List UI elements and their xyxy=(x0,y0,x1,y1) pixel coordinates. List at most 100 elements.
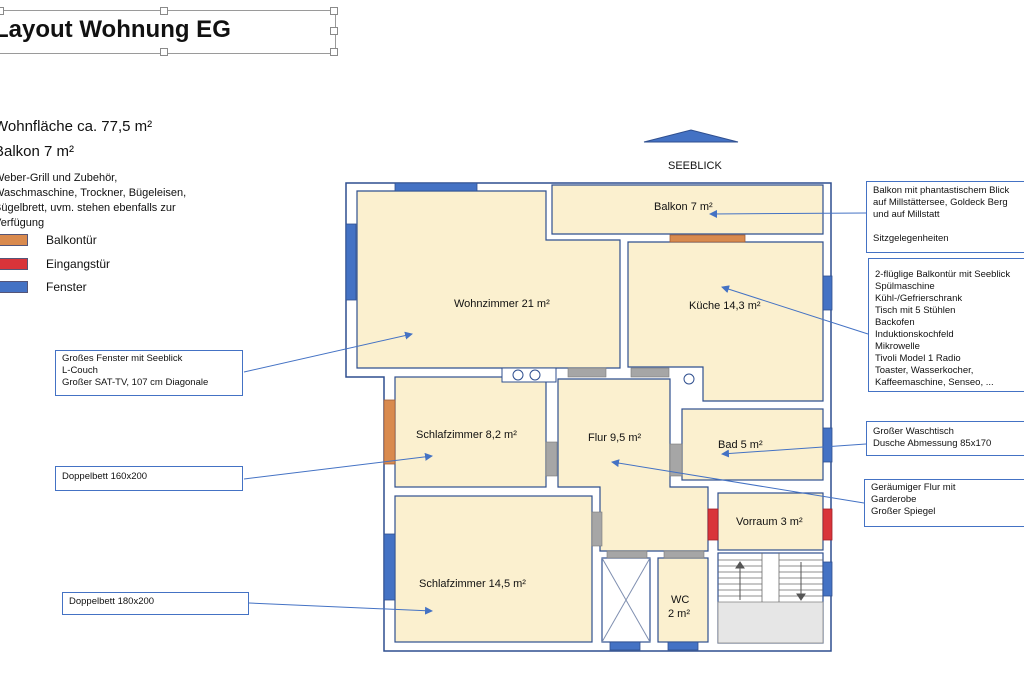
interior-door xyxy=(630,367,670,378)
interior-door xyxy=(669,443,683,477)
room-schlafzimmer-gross xyxy=(394,495,593,643)
stair-landing xyxy=(717,601,824,644)
window xyxy=(822,427,833,463)
resize-handle[interactable] xyxy=(160,7,168,15)
room-label-wc: WC xyxy=(671,594,689,606)
extras-line: Bügelbrett, uvm. stehen ebenfalls zur xyxy=(0,202,176,214)
note-line: Großer SAT-TV, 107 cm Diagonale xyxy=(62,377,209,388)
window xyxy=(822,561,833,597)
extras-text: Weber-Grill und Zubehör, Waschmaschine, … xyxy=(0,171,186,231)
wohnflaeche-text: Wohnfläche ca. 77,5 m² xyxy=(0,118,153,135)
note-line: L-Couch xyxy=(62,365,98,376)
note-line: Balkon mit phantastischem Blick xyxy=(873,185,1010,196)
callout-arrow xyxy=(721,443,867,458)
direction-label: SEEBLICK xyxy=(668,160,722,172)
note-line: Garderobe xyxy=(871,494,917,505)
window xyxy=(345,223,357,301)
note-line: Dusche Abmessung 85x170 xyxy=(873,438,992,449)
callout-arrow xyxy=(243,331,413,373)
extras-line: Weber-Grill und Zubehör, xyxy=(0,172,118,184)
note-line: Doppelbett 180x200 xyxy=(69,596,155,607)
legend-swatch-balkontuer xyxy=(0,234,28,246)
legend-swatch-eingangstuer xyxy=(0,258,28,270)
interior-door xyxy=(606,550,648,559)
note-line: Backofen xyxy=(875,317,915,328)
room-wohnzimmer xyxy=(356,190,621,369)
note-schlafzimmer-klein: Doppelbett 160x200 xyxy=(55,466,243,491)
room-vorraum xyxy=(717,492,824,551)
note-line: auf Millstättersee, Goldeck Berg xyxy=(873,197,1008,208)
note-schlafzimmer-gross: Doppelbett 180x200 xyxy=(62,592,249,615)
note-line: und auf Millstatt xyxy=(873,209,940,220)
shaft-cross-line xyxy=(601,557,651,643)
note-kueche: 2-flüglige Balkontür mit Seeblick Spülma… xyxy=(868,258,1024,392)
interior-door xyxy=(663,550,705,559)
callout-arrow xyxy=(721,285,869,335)
resize-handle[interactable] xyxy=(330,7,338,15)
room-label-balkon: Balkon 7 m² xyxy=(654,201,713,213)
room-label-kueche: Küche 14,3 m² xyxy=(689,300,761,312)
resize-handle[interactable] xyxy=(160,48,168,56)
room-label-wc-area: 2 m² xyxy=(668,608,690,620)
resize-handle[interactable] xyxy=(330,27,338,35)
note-line: Mikrowelle xyxy=(875,341,920,352)
room-bad xyxy=(681,408,824,481)
interior-door xyxy=(545,441,558,477)
legend-label-balkontuer: Balkontür xyxy=(46,233,97,247)
note-line: Doppelbett 160x200 xyxy=(62,471,148,482)
resize-handle[interactable] xyxy=(0,7,4,15)
callout-arrow xyxy=(709,209,867,218)
balkon-area-text: Balkon 7 m² xyxy=(0,143,75,160)
legend-label-fenster: Fenster xyxy=(46,280,87,294)
chimney-box xyxy=(501,367,557,383)
balkontuer xyxy=(669,234,746,243)
note-line: 2-flüglige Balkontür mit Seeblick xyxy=(875,269,1011,280)
page-title: Layout Wohnung EG xyxy=(0,16,231,43)
window xyxy=(667,641,699,651)
eingangstuer xyxy=(822,508,833,541)
note-balkon: Balkon mit phantastischem Blick auf Mill… xyxy=(866,181,1024,253)
note-line: Großer Spiegel xyxy=(871,506,936,517)
interior-door xyxy=(567,367,607,378)
note-line: Spülmaschine xyxy=(875,281,935,292)
extras-line: Verfügung xyxy=(0,217,45,229)
room-kueche xyxy=(627,241,824,402)
legend-label-eingangstuer: Eingangstür xyxy=(46,257,111,271)
note-line: Toaster, Wasserkocher, xyxy=(875,365,974,376)
window xyxy=(394,182,478,192)
note-line: Tivoli Model 1 Radio xyxy=(875,353,961,364)
callout-arrow xyxy=(611,459,865,504)
note-line: Großer Waschtisch xyxy=(873,426,954,437)
direction-arrow-icon xyxy=(643,129,739,143)
note-line: Sitzgelegenheiten xyxy=(873,233,949,244)
note-wohnzimmer: Großes Fenster mit Seeblick L-Couch Groß… xyxy=(55,350,243,396)
interior-door xyxy=(591,511,603,547)
note-line: Kühl-/Gefrierschrank xyxy=(875,293,963,304)
window xyxy=(609,641,641,651)
stair-arrow-icon xyxy=(735,561,806,601)
note-line: Tisch mit 5 Stühlen xyxy=(875,305,956,316)
eingangstuer xyxy=(707,508,719,541)
room-balkon xyxy=(551,184,824,235)
title-box[interactable] xyxy=(0,10,336,54)
note-line: Großes Fenster mit Seeblick xyxy=(62,353,183,364)
room-label-flur: Flur 9,5 m² xyxy=(588,432,642,444)
window xyxy=(822,275,833,311)
callout-arrow xyxy=(243,452,433,480)
note-flur: Geräumiger Flur mit Garderobe Großer Spi… xyxy=(864,479,1024,527)
chimney-icon xyxy=(512,369,524,381)
extras-line: Waschmaschine, Trockner, Bügeleisen, xyxy=(0,187,187,199)
resize-handle[interactable] xyxy=(330,48,338,56)
room-label-schlafzimmer-gross: Schlafzimmer 14,5 m² xyxy=(419,578,526,590)
note-spacer xyxy=(873,221,1023,233)
chimney-icon xyxy=(683,373,695,385)
note-line: Geräumiger Flur mit xyxy=(871,482,956,493)
note-line: Induktionskochfeld xyxy=(875,329,954,340)
room-label-vorraum: Vorraum 3 m² xyxy=(736,516,803,528)
room-label-wohnzimmer: Wohnzimmer 21 m² xyxy=(454,298,550,310)
room-schlafzimmer-klein xyxy=(394,376,547,488)
room-label-bad: Bad 5 m² xyxy=(718,439,763,451)
balkontuer xyxy=(383,399,396,465)
room-label-schlafzimmer-klein: Schlafzimmer 8,2 m² xyxy=(416,429,517,441)
